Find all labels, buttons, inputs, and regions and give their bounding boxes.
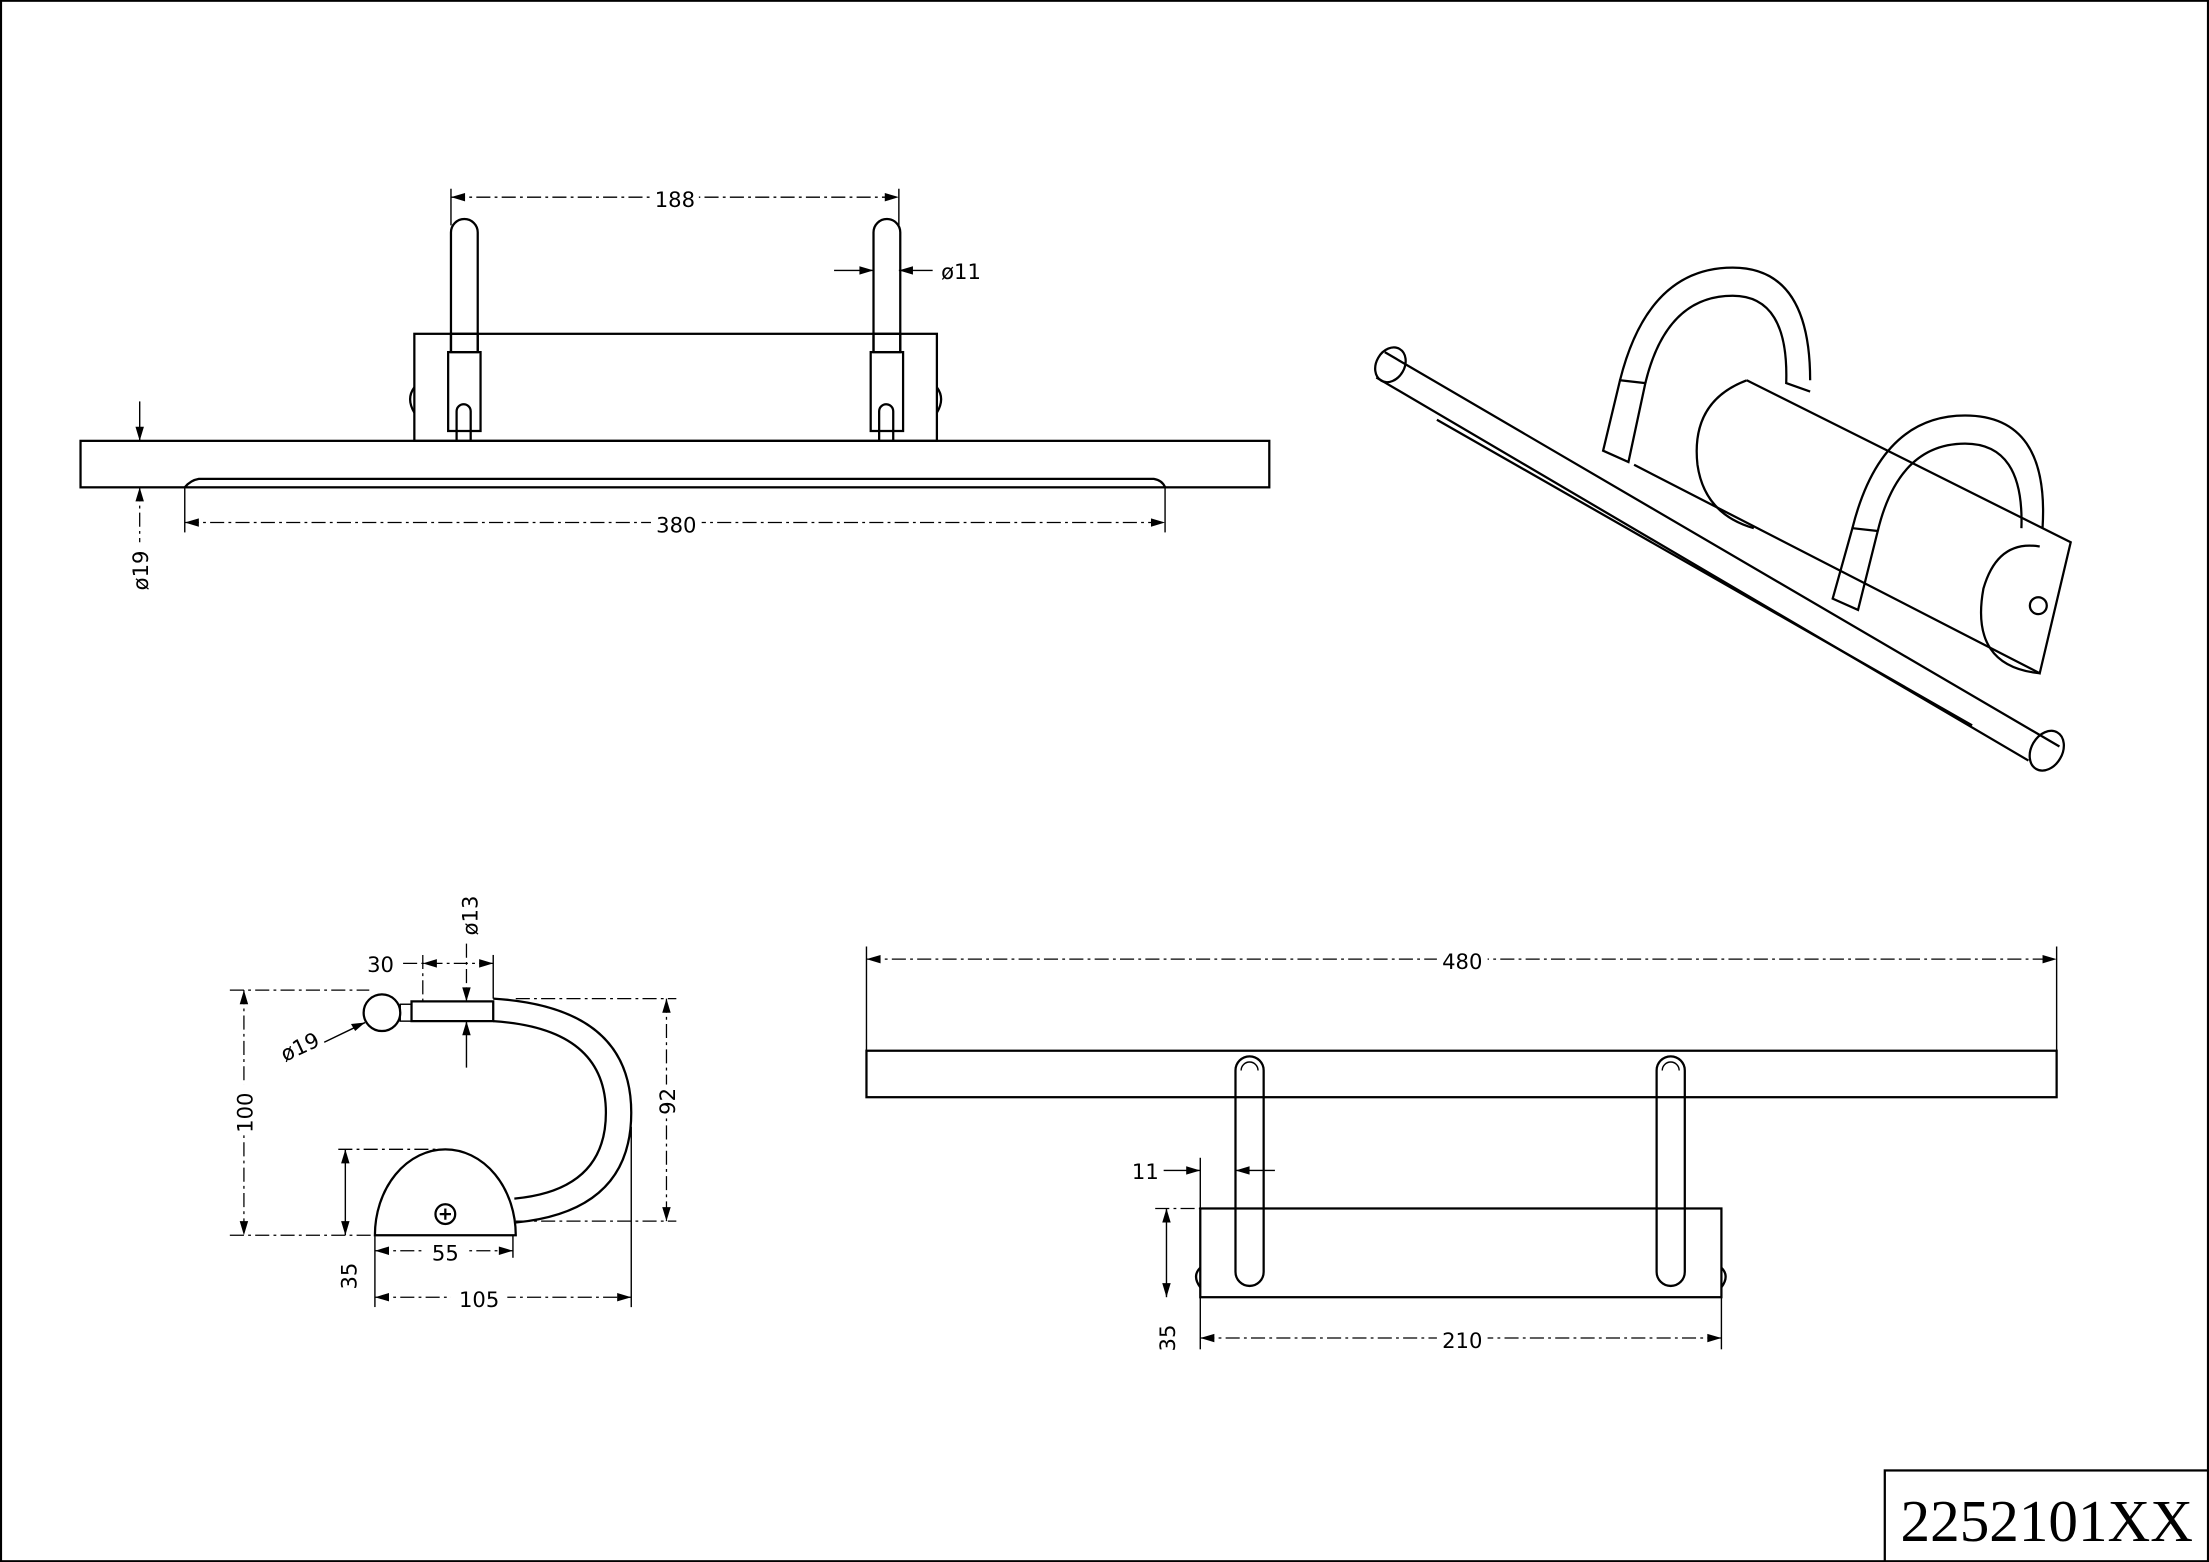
dim-shade-length: 30 <box>367 952 394 977</box>
screw-icon <box>2028 596 2048 616</box>
lamp-head <box>362 993 402 1033</box>
dim-arm-height: 92 <box>655 1088 680 1115</box>
light-bar <box>79 439 1271 489</box>
bottom-view: 480 11 35 210 <box>865 946 2058 1353</box>
screw-icon <box>434 1203 457 1226</box>
dim-base-width: 55 <box>432 1241 459 1266</box>
side-view: 100 92 35 55 105 30 ø13 ø19 <box>229 896 680 1312</box>
dim-head-diameter: ø19 <box>277 1027 324 1066</box>
wall-plate <box>1199 1207 1723 1299</box>
arm-right <box>869 217 905 441</box>
arm-left <box>1234 1055 1265 1287</box>
screw-heads <box>408 386 943 414</box>
shade <box>410 1000 495 1023</box>
dim-arm-diameter: ø11 <box>941 259 981 284</box>
dim-light-length: 380 <box>656 512 696 537</box>
dim-total-depth: 105 <box>459 1287 499 1312</box>
perspective-view <box>1374 266 2073 772</box>
front-view: 188 ø11 380 ø19 <box>79 183 1271 591</box>
dim-arm-diameter-bottom: 11 <box>1132 1159 1159 1184</box>
dim-plate-height: 35 <box>1155 1325 1180 1352</box>
arm-curve <box>493 997 633 1224</box>
dim-total-length: 480 <box>1442 949 1482 974</box>
dim-arm-spacing: 188 <box>655 187 695 212</box>
arm-right <box>1655 1055 1686 1287</box>
light-lens <box>183 477 1167 489</box>
light-bar <box>865 1049 2058 1099</box>
dim-total-height: 100 <box>232 1093 257 1133</box>
arm-left <box>447 217 482 441</box>
dim-base-height: 35 <box>337 1263 362 1290</box>
title-block: 2252101XX <box>1883 1469 2209 1562</box>
part-number: 2252101XX <box>1901 1488 2193 1554</box>
dim-shade-diameter: ø13 <box>458 896 483 936</box>
back-plate <box>413 332 939 442</box>
dim-bar-diameter: ø19 <box>128 551 153 591</box>
dim-plate-width: 210 <box>1442 1328 1482 1353</box>
base <box>373 1148 517 1237</box>
